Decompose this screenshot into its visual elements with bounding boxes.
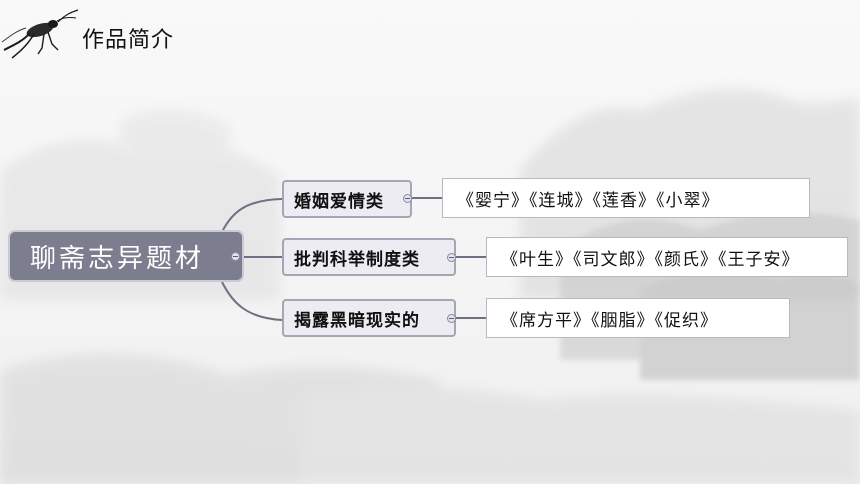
branch-label: 揭露黑暗现实的 — [294, 310, 420, 331]
page-header: 作品简介 — [0, 8, 260, 59]
root-node[interactable]: 聊斋志异题材 — [8, 230, 244, 282]
branch-node-dark-reality[interactable]: 揭露黑暗现实的 — [282, 299, 456, 337]
branch-node-marriage-love[interactable]: 婚姻爱情类 — [282, 180, 412, 218]
root-label: 聊斋志异题材 — [30, 243, 205, 274]
leaf-node-works-1[interactable]: 《婴宁》《连城》《莲香》《小翠》 — [442, 178, 810, 218]
leaf-label: 《席方平》《胭脂》《促织》 — [501, 310, 718, 331]
leaf-node-works-2[interactable]: 《叶生》《司文郎》《颜氏》《王子安》 — [486, 237, 848, 277]
branch-node-imperial-exam[interactable]: 批判科举制度类 — [282, 238, 456, 276]
leaf-node-works-3[interactable]: 《席方平》《胭脂》《促织》 — [486, 298, 790, 338]
collapse-icon[interactable] — [403, 194, 412, 203]
collapse-icon[interactable] — [231, 252, 240, 261]
connector-root-branch-3 — [221, 281, 283, 321]
branch-label: 批判科举制度类 — [294, 249, 420, 270]
branch-label: 婚姻爱情类 — [294, 191, 384, 212]
leaf-label: 《叶生》《司文郎》《颜氏》《王子安》 — [501, 249, 800, 270]
collapse-icon[interactable] — [447, 314, 456, 323]
cricket-icon — [1, 9, 79, 59]
page-title: 作品简介 — [82, 28, 175, 53]
leaf-label: 《婴宁》《连城》《莲香》《小翠》 — [457, 190, 720, 211]
connector-root-branch-1 — [221, 198, 283, 233]
collapse-icon[interactable] — [447, 253, 456, 262]
